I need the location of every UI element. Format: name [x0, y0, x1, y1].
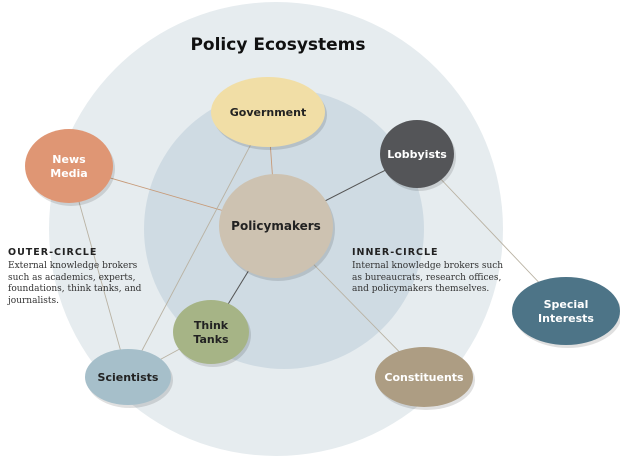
- node-constituents: Constituents: [375, 347, 475, 410]
- node-bubble: [512, 277, 620, 345]
- diagram-title: Policy Ecosystems: [190, 35, 366, 55]
- node-label: Constituents: [384, 371, 464, 384]
- outer-circle-line: External knowledge brokers: [8, 261, 138, 271]
- inner-circle-line: as bureaucrats, research offices,: [352, 272, 502, 283]
- inner-circle-line: Internal knowledge brokers such: [352, 261, 504, 271]
- outer-circle-heading: OUTER-CIRCLE: [8, 247, 98, 258]
- outer-circle-line: foundations, think tanks, and: [8, 284, 142, 294]
- outer-circle-line: journalists.: [8, 295, 59, 306]
- node-bubble: [375, 347, 473, 407]
- node-bubble: [219, 174, 333, 278]
- node-bubble: [380, 120, 454, 188]
- node-label: News: [52, 153, 86, 166]
- node-label: Media: [50, 167, 87, 180]
- node-bubble: [25, 129, 113, 203]
- node-label: Special: [544, 298, 589, 311]
- node-bubble: [211, 77, 325, 147]
- inner-circle-description: INNER-CIRCLE Internal knowledge brokers …: [352, 247, 503, 296]
- node-policymakers: Policymakers: [219, 174, 335, 281]
- outer-circle-line: such as academics, experts,: [8, 272, 136, 283]
- node-label: Think: [194, 319, 229, 332]
- node-label: Tanks: [193, 333, 229, 346]
- node-label: Policymakers: [231, 219, 321, 233]
- inner-circle-heading: INNER-CIRCLE: [352, 247, 439, 258]
- outer-circle-description: OUTER-CIRCLE External knowledge brokers …: [8, 247, 141, 307]
- node-government: Government: [211, 77, 327, 150]
- node-label: Government: [230, 106, 306, 119]
- node-lobbyists: Lobbyists: [380, 120, 456, 191]
- node-bubble: [85, 349, 171, 405]
- node-scientists: Scientists: [85, 349, 173, 408]
- node-label: Interests: [538, 312, 594, 325]
- connector-government-scientists: [127, 111, 269, 378]
- node-bubble: [173, 300, 249, 364]
- node-label: Lobbyists: [387, 148, 447, 161]
- node-label: Scientists: [98, 371, 159, 384]
- inner-circle-line: and policymakers themselves.: [352, 284, 490, 294]
